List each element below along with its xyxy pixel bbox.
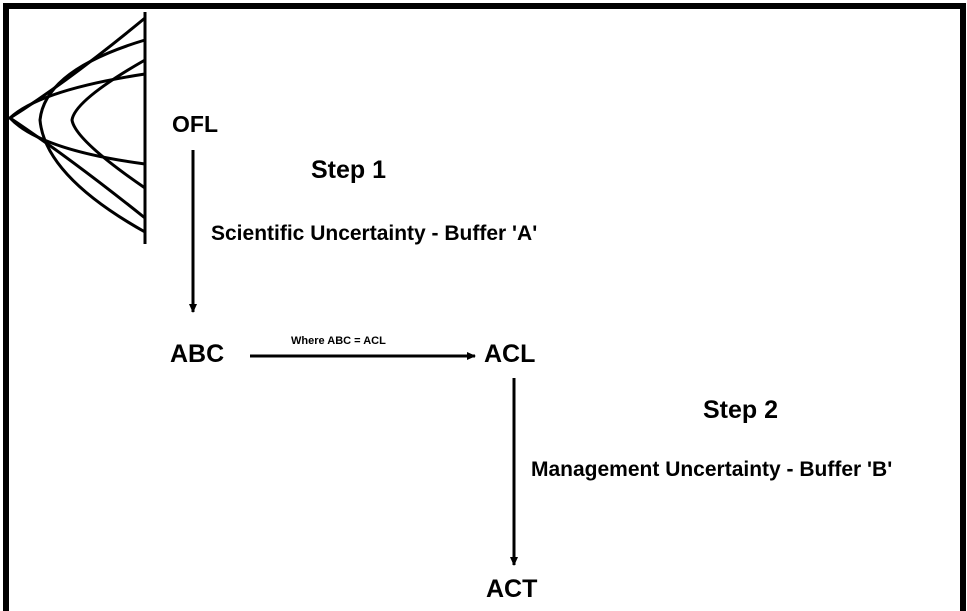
edge-label-management-uncertainty: Management Uncertainty - Buffer 'B'	[531, 458, 893, 481]
step-1-label: Step 1	[311, 156, 387, 184]
node-acl: ACL	[484, 340, 536, 368]
diagram-frame	[3, 3, 966, 611]
step-2-label: Step 2	[703, 396, 779, 424]
node-abc: ABC	[170, 340, 225, 368]
distribution-curves-icon	[7, 12, 147, 244]
node-ofl: OFL	[172, 111, 218, 137]
edge-label-abc-equals-acl: Where ABC = ACL	[291, 335, 386, 347]
edge-label-scientific-uncertainty: Scientific Uncertainty - Buffer 'A'	[211, 222, 538, 245]
node-act: ACT	[486, 575, 538, 603]
